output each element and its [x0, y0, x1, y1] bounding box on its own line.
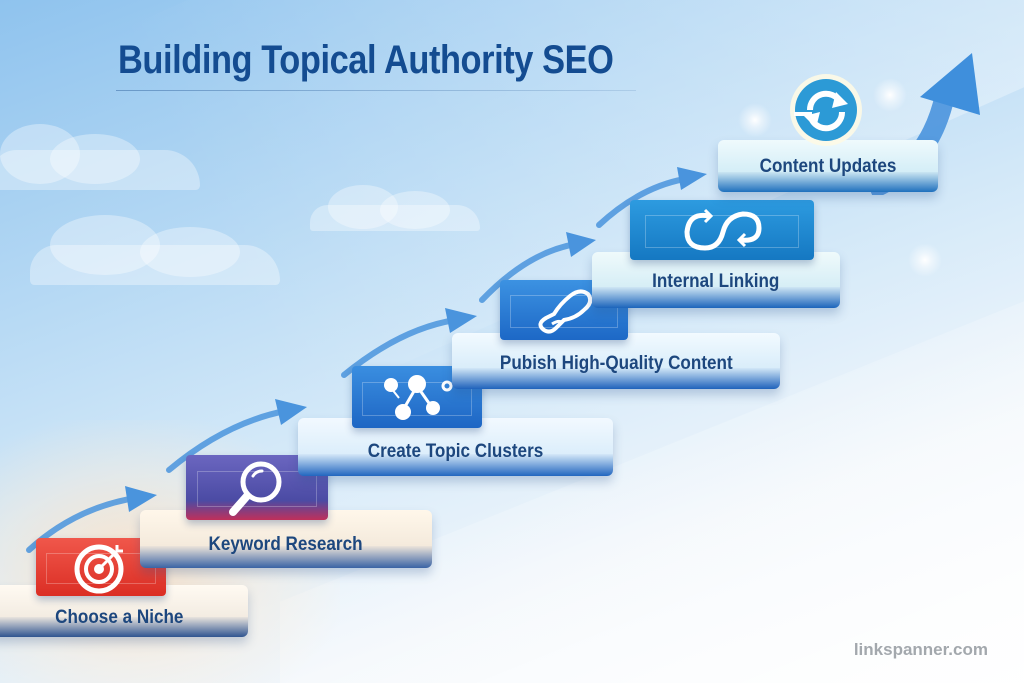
refresh-icon	[790, 74, 862, 146]
sparkle	[870, 75, 910, 115]
cloud	[0, 124, 200, 190]
step-icon-block	[186, 455, 328, 520]
network-nodes-icon	[384, 375, 453, 420]
cloud	[310, 185, 480, 231]
title-underline	[116, 90, 636, 91]
sparkle	[905, 240, 945, 280]
infinity-link-icon	[684, 208, 762, 251]
chain-link-icon	[538, 289, 593, 334]
step-label: Keyword Research	[209, 534, 363, 555]
page-title: Building Topical Authority SEO	[118, 38, 614, 82]
watermark: linkspanner.com	[853, 640, 988, 659]
step-label: Create Topic Clusters	[367, 441, 544, 462]
step-label: Content Updates	[759, 156, 897, 177]
step-label: Pubish High-Quality Content	[499, 353, 733, 374]
step-platform	[298, 418, 613, 476]
sparkle	[735, 100, 775, 140]
arrow-up-right-icon	[166, 399, 307, 473]
step-label: Internal Linking	[652, 271, 780, 292]
step-label: Choose a Niche	[54, 607, 184, 628]
arrow-up-right-icon	[341, 308, 477, 378]
step-platform	[452, 333, 780, 389]
target-icon	[74, 544, 124, 594]
step-icon-block	[630, 200, 814, 260]
magnifier-icon	[229, 461, 282, 516]
arrow-up-right-icon	[479, 232, 596, 303]
cloud	[30, 215, 280, 285]
arrow-up-right-icon	[596, 167, 707, 228]
